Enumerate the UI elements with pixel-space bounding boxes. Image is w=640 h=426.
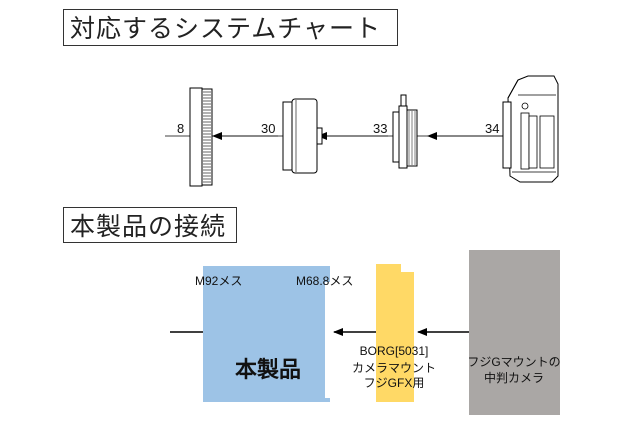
part-33-drawing: [392, 94, 418, 169]
thread-label-m68: M68.8メス: [296, 274, 354, 288]
adapter-label-line1: BORG[5031]: [359, 344, 429, 358]
product-block: [203, 266, 330, 402]
connection-title: 本製品の接続: [63, 207, 237, 243]
part-number-label: 34: [485, 121, 500, 136]
part-8-drawing: [189, 87, 213, 187]
part-number-label: 8: [177, 121, 185, 136]
connection-diagram: [170, 250, 560, 415]
adapter-label-line2: カメラマウント: [351, 361, 437, 375]
part-number-label: 33: [373, 121, 388, 136]
adapter-block: [376, 264, 414, 402]
adapter-label-line3: フジGFX用: [363, 376, 425, 390]
camera-label-line1: フジGマウントの: [467, 355, 561, 369]
thread-label-m92: M92メス: [195, 274, 243, 288]
part-number-label: 30: [261, 121, 276, 136]
product-label: 本製品: [235, 358, 302, 383]
part-30-drawing: [282, 98, 323, 174]
part-34-drawing: [502, 75, 559, 183]
camera-label-line2: 中判カメラ: [483, 371, 545, 385]
camera-block: [469, 250, 560, 415]
system-chart-title: 対応するシステムチャート: [63, 9, 398, 46]
system-chart: [165, 75, 559, 187]
